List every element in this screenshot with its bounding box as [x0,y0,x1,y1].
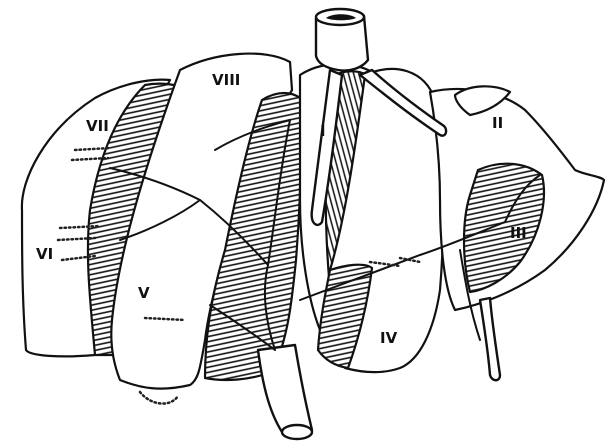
label-segment-i: I [320,122,326,140]
label-segment-viii: VIII [212,71,240,89]
label-segment-v: V [138,284,150,302]
label-segment-ii: II [492,114,503,132]
label-segment-iv: IV [380,329,398,347]
label-segment-iii: III [510,224,527,242]
ligamentum-teres [480,298,500,380]
label-segment-vi: VI [36,245,53,263]
gallbladder-outline [140,392,178,404]
label-segment-vii: VII [86,117,109,135]
portal-vein-trunk [258,345,312,437]
portal-vein-opening [282,425,312,439]
